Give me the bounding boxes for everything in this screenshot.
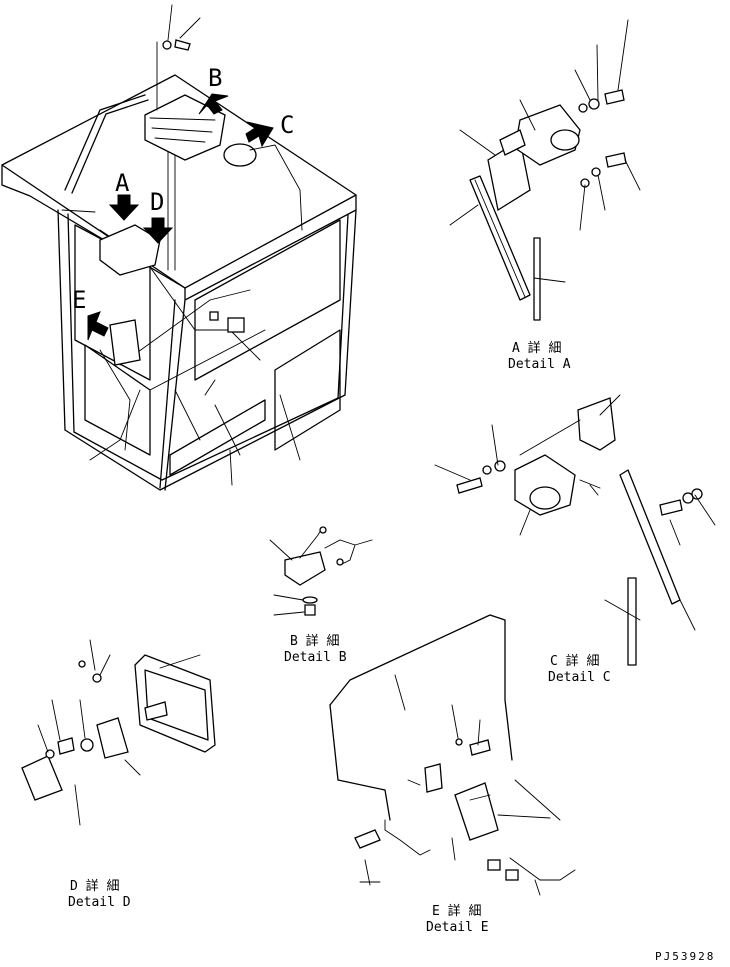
arrow-b-icon <box>198 93 229 115</box>
callout-a: A <box>115 169 130 197</box>
callout-markers: B C A D E <box>72 64 294 341</box>
detail-c-label: Detail C <box>548 670 611 685</box>
callout-d: D <box>150 188 164 216</box>
detail-d-parts <box>21 639 216 826</box>
callout-c: C <box>280 111 294 139</box>
detail-c-label-jp: C 詳 細 <box>550 653 599 669</box>
callout-b: B <box>208 64 222 92</box>
detail-d-label: Detail D <box>68 895 131 910</box>
detail-b-label-jp: B 詳 細 <box>290 633 339 649</box>
detail-a-parts <box>449 19 641 321</box>
detail-d-label-jp: D 詳 細 <box>70 878 119 894</box>
drawing-number: PJ53928 <box>655 950 715 963</box>
detail-e-label-jp: E 詳 細 <box>432 903 481 919</box>
cab-assembly <box>1 4 357 491</box>
arrow-c-icon <box>245 121 274 148</box>
detail-e-parts <box>329 614 576 896</box>
detail-a-label-jp: A 詳 細 <box>512 340 561 356</box>
arrow-e-icon <box>87 311 109 341</box>
arrow-a-icon <box>108 194 140 221</box>
detail-a-label: Detail A <box>508 357 571 372</box>
callout-e: E <box>72 286 86 314</box>
detail-e-label: Detail E <box>426 920 489 935</box>
detail-b-parts <box>269 526 373 616</box>
detail-c-parts <box>434 394 716 666</box>
arrow-d-icon <box>142 217 174 244</box>
detail-b-label: Detail B <box>284 650 347 665</box>
